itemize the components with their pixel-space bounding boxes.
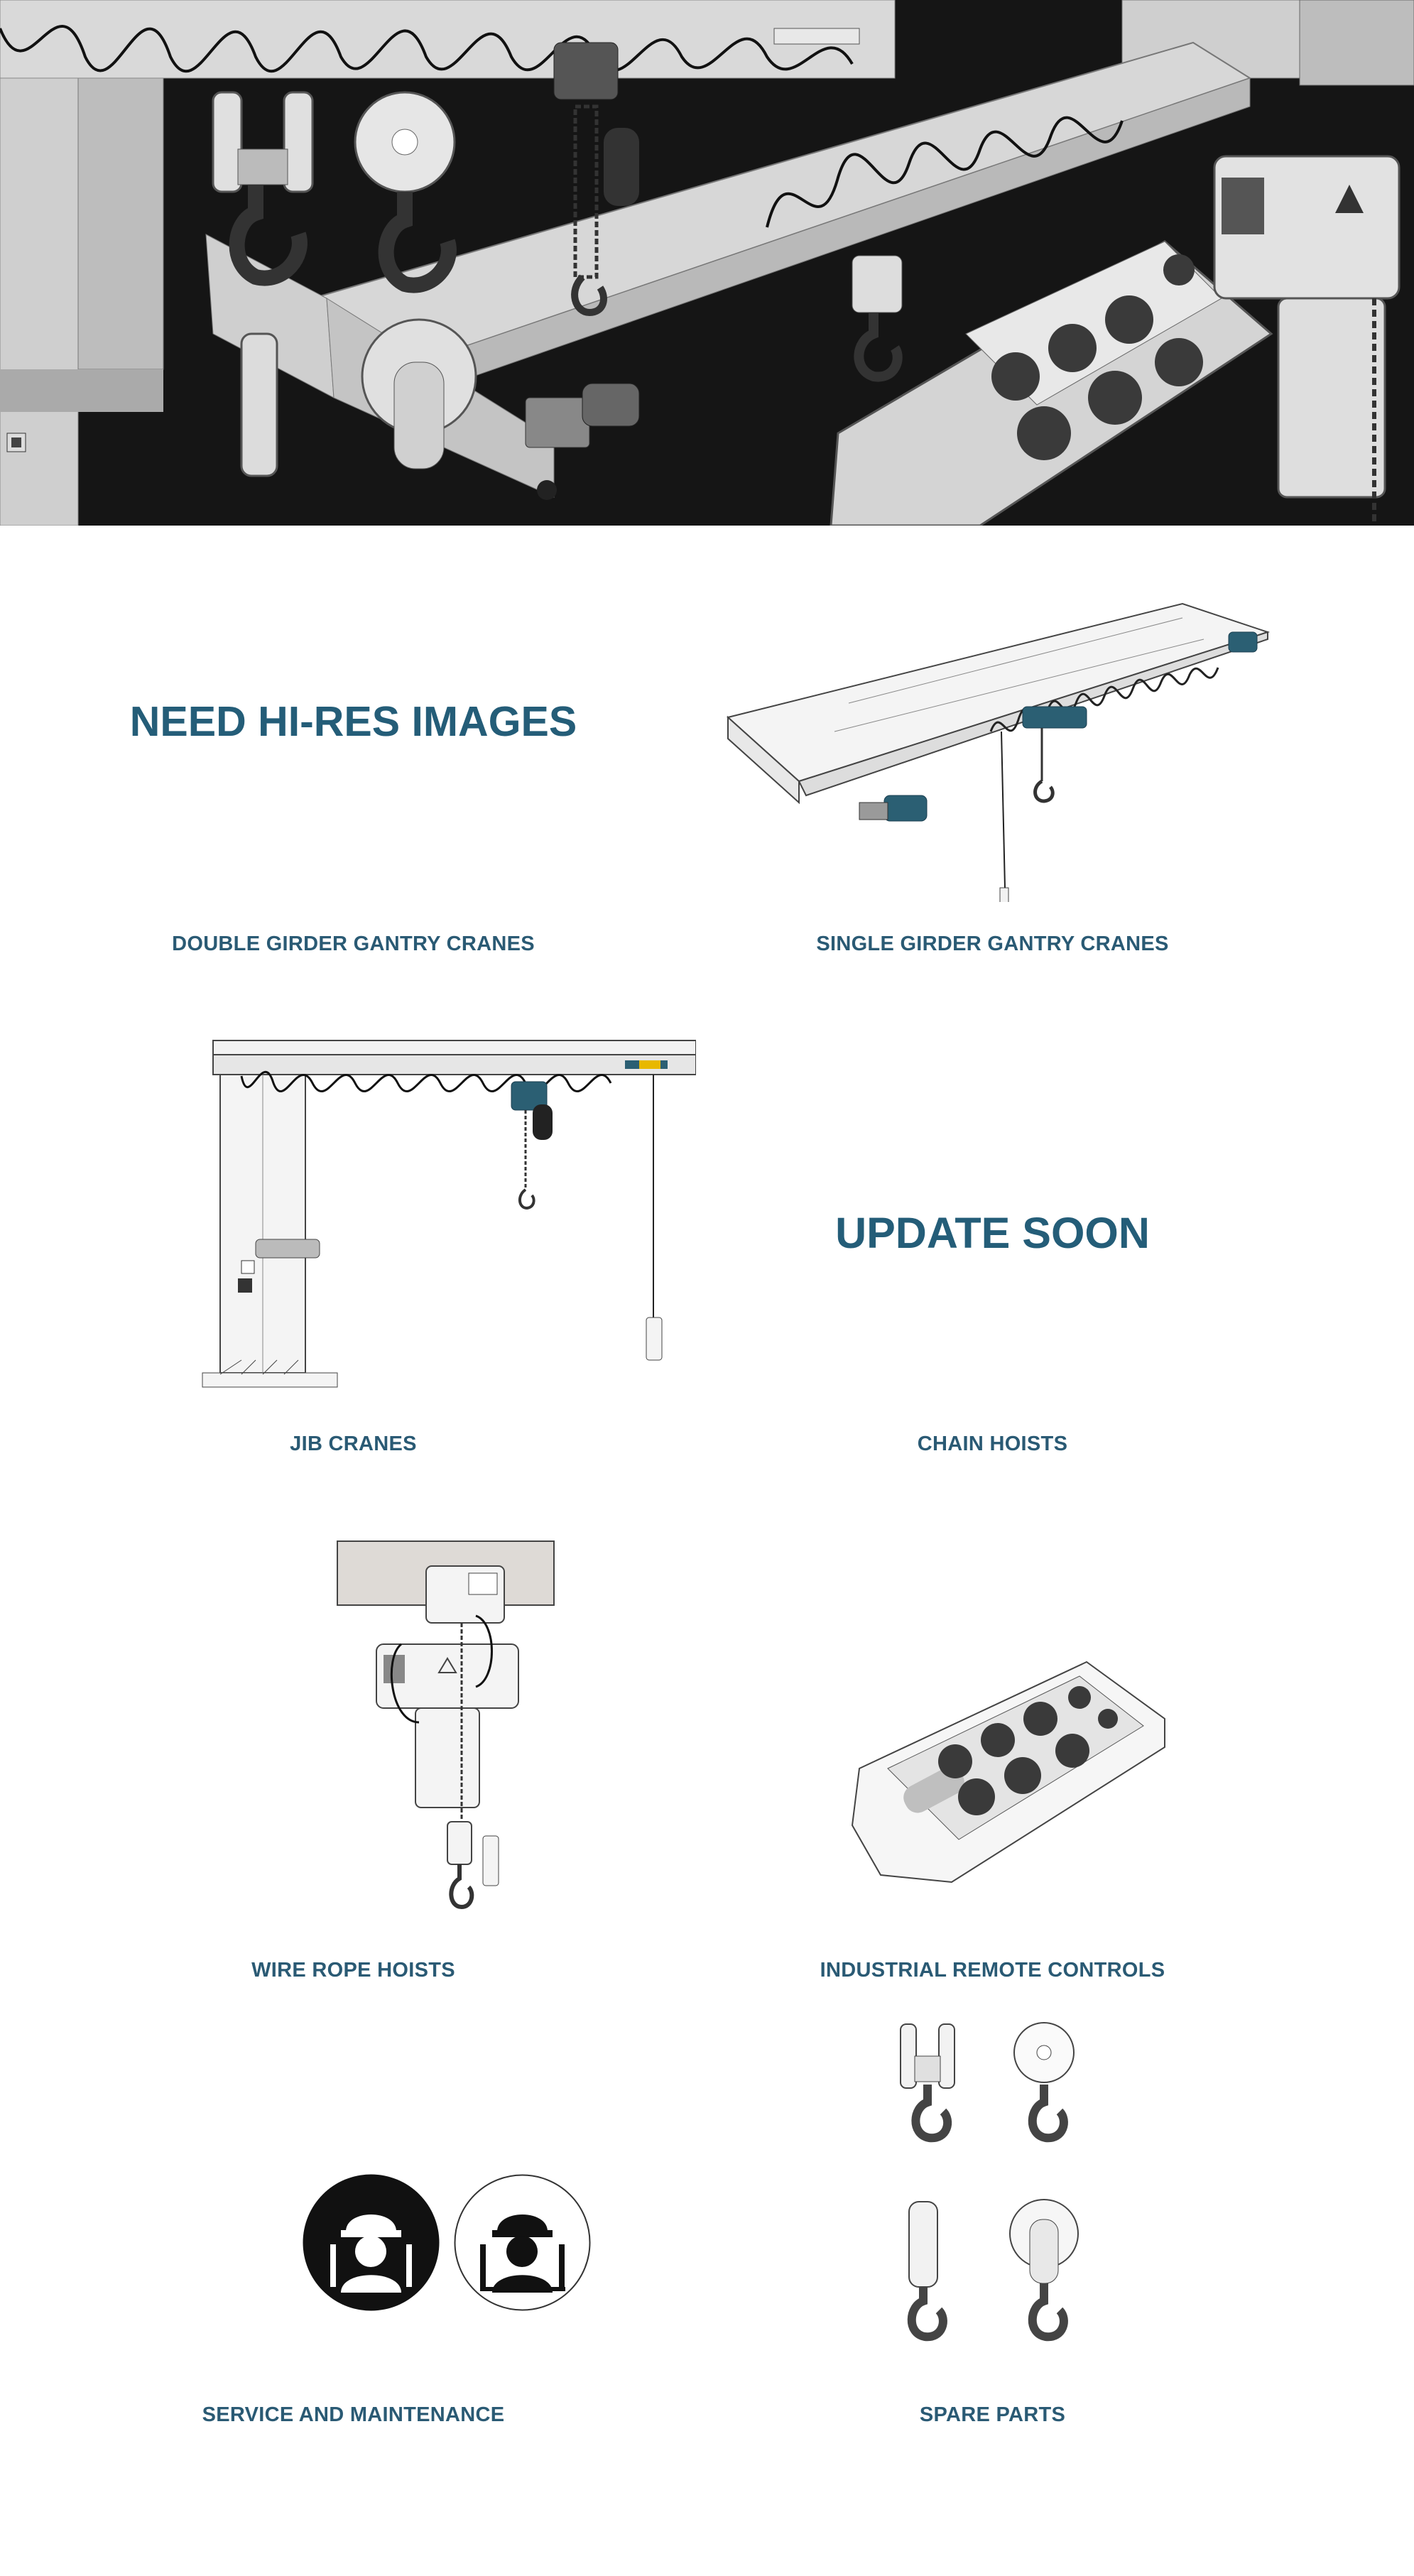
jib-crane-image[interactable]: [199, 1033, 696, 1396]
crane-equipment-illustration: [0, 0, 1414, 526]
tile-label-spare-parts[interactable]: SPARE PARTS: [919, 2403, 1066, 2426]
single-girder-gantry-crane-image[interactable]: [721, 589, 1275, 902]
industrial-remote-control-image[interactable]: [845, 1655, 1179, 1896]
tile-label-single-girder-gantry-cranes[interactable]: SINGLE GIRDER GANTRY CRANES: [816, 933, 1169, 955]
tile-label-industrial-remote-controls[interactable]: INDUSTRIAL REMOTE CONTROLS: [820, 1959, 1165, 1982]
tile-label-service-and-maintenance[interactable]: SERVICE AND MAINTENANCE: [202, 2403, 505, 2426]
wire-rope-hoist-image[interactable]: [334, 1538, 561, 1921]
tile-label-wire-rope-hoists[interactable]: WIRE ROPE HOISTS: [251, 1959, 455, 1982]
tile-label-jib-cranes[interactable]: JIB CRANES: [290, 1433, 417, 1455]
hero-banner: [0, 0, 1414, 526]
update-soon-notice: UPDATE SOON: [835, 1209, 1150, 1257]
service-worker-icon-filled: [303, 2174, 440, 2311]
tile-label-double-girder-gantry-cranes[interactable]: DOUBLE GIRDER GANTRY CRANES: [172, 933, 535, 955]
spare-parts-image[interactable]: [895, 2021, 1094, 2376]
service-worker-icon-outline: [454, 2174, 591, 2311]
hi-res-notice-text: NEED HI-RES IMAGES: [129, 698, 577, 745]
hi-res-notice: NEED HI-RES IMAGES: [92, 696, 799, 803]
tile-label-chain-hoists[interactable]: CHAIN HOISTS: [917, 1433, 1068, 1455]
